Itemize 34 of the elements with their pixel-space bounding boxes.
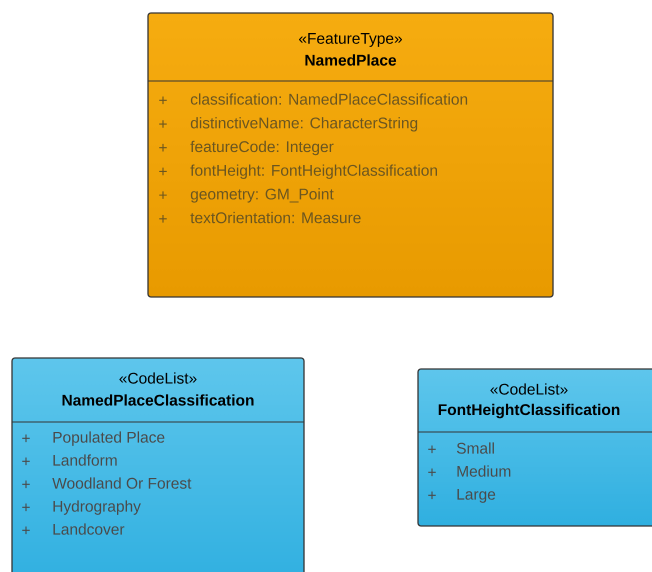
attribute-text: Populated Place bbox=[53, 431, 164, 446]
stereotype-label: «FeatureType» bbox=[299, 33, 402, 47]
visibility-marker: + bbox=[428, 492, 436, 500]
class-name: NamedPlace bbox=[305, 54, 396, 66]
attribute-text: featureCode: Integer bbox=[190, 140, 334, 156]
visibility-marker: + bbox=[22, 480, 30, 488]
attribute-text: Small bbox=[456, 442, 494, 454]
visibility-marker: + bbox=[159, 144, 167, 152]
visibility-marker: + bbox=[159, 120, 167, 128]
attribute-text: distinctiveName: CharacterString bbox=[190, 117, 418, 132]
visibility-marker: + bbox=[22, 434, 30, 442]
visibility-marker: + bbox=[22, 526, 30, 534]
visibility-marker: + bbox=[159, 215, 167, 223]
visibility-marker: + bbox=[428, 468, 436, 476]
stereotype-label: «CodeList» bbox=[490, 383, 568, 395]
attribute-text: Hydrography bbox=[53, 500, 141, 515]
visibility-marker: + bbox=[159, 96, 167, 104]
attribute-text: fontHeight: FontHeightClassification bbox=[190, 164, 437, 179]
visibility-marker: + bbox=[159, 191, 167, 199]
visibility-marker: + bbox=[428, 446, 436, 454]
class-name: FontHeightClassification bbox=[438, 404, 620, 418]
visibility-marker: + bbox=[159, 168, 167, 176]
attribute-text: textOrientation: Measure bbox=[190, 212, 361, 224]
attribute-text: classification: NamedPlaceClassification bbox=[190, 93, 468, 105]
attribute-text: Landcover bbox=[53, 523, 124, 535]
stereotype-label: «CodeList» bbox=[119, 372, 197, 384]
attribute-text: Woodland Or Forest bbox=[52, 477, 192, 489]
visibility-marker: + bbox=[22, 458, 30, 466]
attribute-text: geometry: GM_Point bbox=[190, 188, 334, 203]
class-name: NamedPlaceClassification bbox=[62, 394, 254, 406]
attribute-text: Large bbox=[457, 488, 496, 503]
attribute-text: Landform bbox=[53, 454, 117, 466]
visibility-marker: + bbox=[22, 504, 30, 512]
attribute-text: Medium bbox=[457, 465, 510, 477]
